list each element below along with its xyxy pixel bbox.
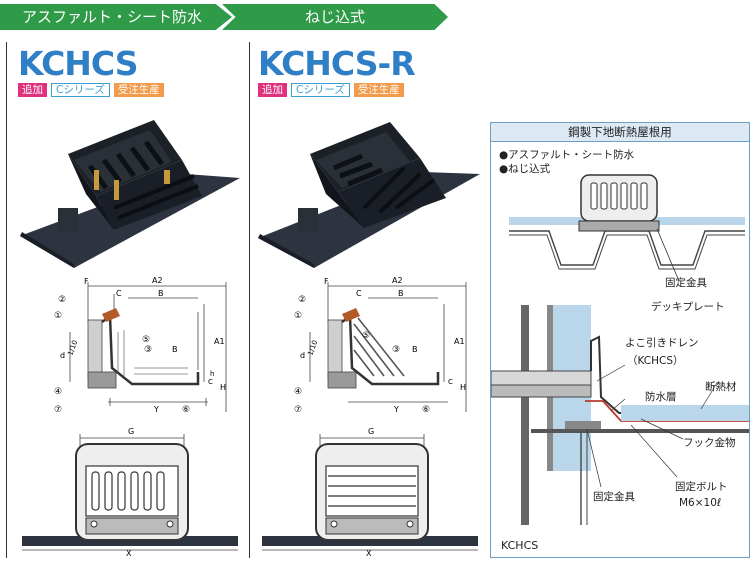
installation-panel: 鋼製下地断熱屋根用 ●アスファルト・シート防水 ●ねじ込式 固定金具 デッキプレ… (490, 122, 750, 558)
badge-added: 追加 (258, 83, 287, 97)
middle-rule (249, 42, 250, 558)
badge-made-to-order: 受注生産 (353, 83, 404, 97)
label-deck-plate: デッキプレート (651, 301, 725, 313)
svg-text:C: C (116, 289, 122, 298)
svg-text:B: B (158, 289, 164, 298)
badge-c-series: Cシリーズ (51, 83, 110, 97)
section-drawing-kchcs: F A2 C B A1 d 1/10 B C h H Y ② ① ⑤③ ④ ⑦ ⑥ (54, 276, 227, 415)
label-bolt-size: M6×10ℓ (679, 497, 722, 509)
svg-text:C: C (208, 378, 213, 386)
svg-text:d: d (300, 351, 305, 360)
svg-text:⑥: ⑥ (182, 405, 190, 415)
svg-text:Y: Y (393, 405, 399, 414)
svg-text:⑦: ⑦ (294, 405, 302, 415)
label-fixing-bolt: 固定ボルト (675, 481, 728, 493)
svg-text:H: H (460, 383, 466, 392)
svg-text:⑤: ⑤ (142, 335, 150, 345)
svg-text:1/10: 1/10 (66, 339, 79, 357)
svg-text:A2: A2 (152, 276, 163, 285)
svg-text:A1: A1 (214, 337, 225, 346)
left-rule (6, 42, 7, 558)
svg-text:B: B (172, 345, 178, 354)
product-title-kchcs-r: KCHCS-R (258, 44, 416, 83)
label-fixing-top: 固定金具 (665, 277, 707, 289)
svg-text:Y: Y (153, 405, 159, 414)
svg-text:⑦: ⑦ (54, 405, 62, 415)
svg-text:A2: A2 (392, 276, 403, 285)
svg-text:1/10: 1/10 (306, 339, 319, 357)
panel-bottom-drawing (491, 305, 749, 525)
product-photo-kchcs-r (258, 122, 480, 268)
banner-method: ねじ込式 (222, 4, 448, 30)
product-badges-kchcs: 追加 Cシリーズ 受注生産 (18, 83, 164, 97)
panel-top-drawing (509, 174, 745, 282)
label-fixing-bottom: 固定金具 (593, 491, 635, 503)
label-side-drain-model: （KCHCS） (627, 355, 684, 367)
front-drawing-kchcs-r: G X (262, 427, 478, 558)
svg-text:②: ② (298, 295, 306, 305)
svg-text:①: ① (294, 311, 302, 321)
label-panel-model: KCHCS (501, 539, 539, 552)
svg-text:B: B (398, 289, 404, 298)
panel-title: 鋼製下地断熱屋根用 (491, 123, 749, 142)
svg-text:G: G (128, 427, 134, 436)
svg-text:C: C (356, 289, 362, 298)
section-drawing-kchcs-r: F A2 C B A1 d 1/10 B C H Y ② ① ⑤ ③ ④ ⑦ ⑥ (294, 276, 467, 415)
label-waterproof-layer: 防水層 (645, 391, 677, 403)
svg-text:X: X (126, 549, 132, 558)
svg-text:A1: A1 (454, 337, 465, 346)
badge-made-to-order: 受注生産 (113, 83, 164, 97)
front-drawing-kchcs: G X (22, 427, 238, 558)
product-photo-kchcs (20, 120, 240, 268)
svg-text:G: G (368, 427, 374, 436)
svg-text:①: ① (54, 311, 62, 321)
svg-text:C: C (448, 378, 453, 386)
badge-added: 追加 (18, 83, 47, 97)
panel-note-waterproof: ●アスファルト・シート防水 (499, 149, 635, 161)
svg-text:B: B (412, 345, 418, 354)
svg-text:F: F (324, 277, 329, 286)
svg-text:F: F (84, 277, 89, 286)
product-badges-kchcs-r: 追加 Cシリーズ 受注生産 (258, 83, 404, 97)
svg-text:③: ③ (392, 345, 400, 355)
svg-text:⑤: ⑤ (362, 331, 370, 341)
svg-text:H: H (220, 383, 226, 392)
label-side-drain: よこ引きドレン (625, 337, 699, 349)
badge-c-series: Cシリーズ (291, 83, 350, 97)
svg-text:②: ② (58, 295, 66, 305)
svg-text:③: ③ (144, 345, 152, 355)
label-hook-fitting: フック金物 (683, 437, 736, 449)
svg-text:h: h (210, 370, 214, 378)
svg-text:⑥: ⑥ (422, 405, 430, 415)
svg-text:④: ④ (294, 387, 302, 397)
label-insulation: 断熱材 (705, 381, 737, 393)
svg-text:④: ④ (54, 387, 62, 397)
header-banner: アスファルト・シート防水 ねじ込式 (0, 4, 756, 30)
panel-note-screw: ●ねじ込式 (499, 163, 551, 175)
svg-text:X: X (366, 549, 372, 558)
product-title-kchcs: KCHCS (18, 44, 139, 83)
banner-category: アスファルト・シート防水 (0, 4, 232, 30)
svg-text:d: d (60, 351, 65, 360)
